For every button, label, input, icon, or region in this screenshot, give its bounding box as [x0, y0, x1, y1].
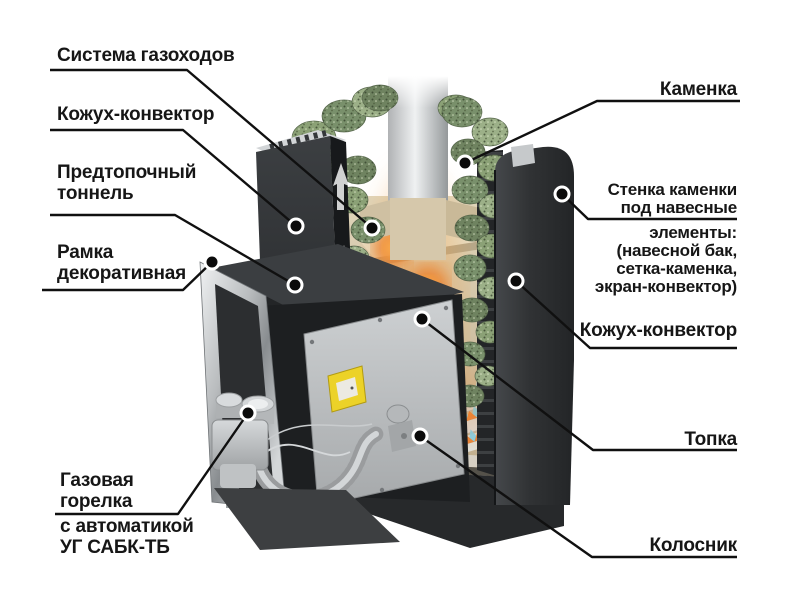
leader-firebox	[421, 318, 737, 452]
label-grate: Колосник	[649, 535, 737, 556]
leader-dot	[507, 272, 525, 290]
label-kamenka: Каменка	[659, 79, 737, 100]
leader-convector-right	[515, 280, 737, 350]
leader-convector-left	[50, 128, 297, 227]
label-firebox: Топка	[684, 429, 737, 450]
leader-dot	[411, 427, 429, 445]
leader-dot	[287, 217, 305, 235]
label-gas-burner-automation: с автоматикой УГ САБК-ТБ	[60, 516, 194, 558]
leader-gas-ducts	[50, 68, 373, 229]
label-kamenka-wall-elements: элементы: (навесной бак, сетка-каменка, …	[594, 223, 737, 296]
leader-dot	[286, 276, 304, 294]
label-kamenka-wall: Стенка каменки под навесные	[607, 180, 738, 217]
floor-plate	[214, 488, 400, 550]
chimney-pipe	[360, 50, 480, 260]
label-prefurnace-tunnel: Предтопочный тоннель	[57, 162, 197, 204]
automation-yellow-box	[327, 365, 367, 413]
leader-burner	[55, 412, 249, 516]
label-convector-casing-left: Кожух-конвектор	[57, 104, 215, 125]
leader-dot	[553, 185, 571, 203]
leader-grate	[419, 435, 737, 559]
label-decorative-frame: Рамка декоративная	[57, 242, 187, 284]
leader-tunnel	[50, 213, 296, 287]
leader-kamenka	[464, 99, 740, 165]
leader-dot	[413, 310, 431, 328]
leader-dot	[456, 154, 474, 172]
label-gas-burner: Газовая горелка	[60, 470, 134, 512]
leader-dot	[203, 253, 221, 271]
label-convector-casing-right: Кожух-конвектор	[579, 320, 737, 341]
leader-frame	[42, 261, 213, 292]
leader-wall	[561, 193, 737, 221]
kamenka-wall	[494, 144, 574, 505]
leader-dot	[363, 219, 381, 237]
leader-dot	[239, 404, 257, 422]
label-gas-duct-system: Система газоходов	[57, 45, 235, 66]
